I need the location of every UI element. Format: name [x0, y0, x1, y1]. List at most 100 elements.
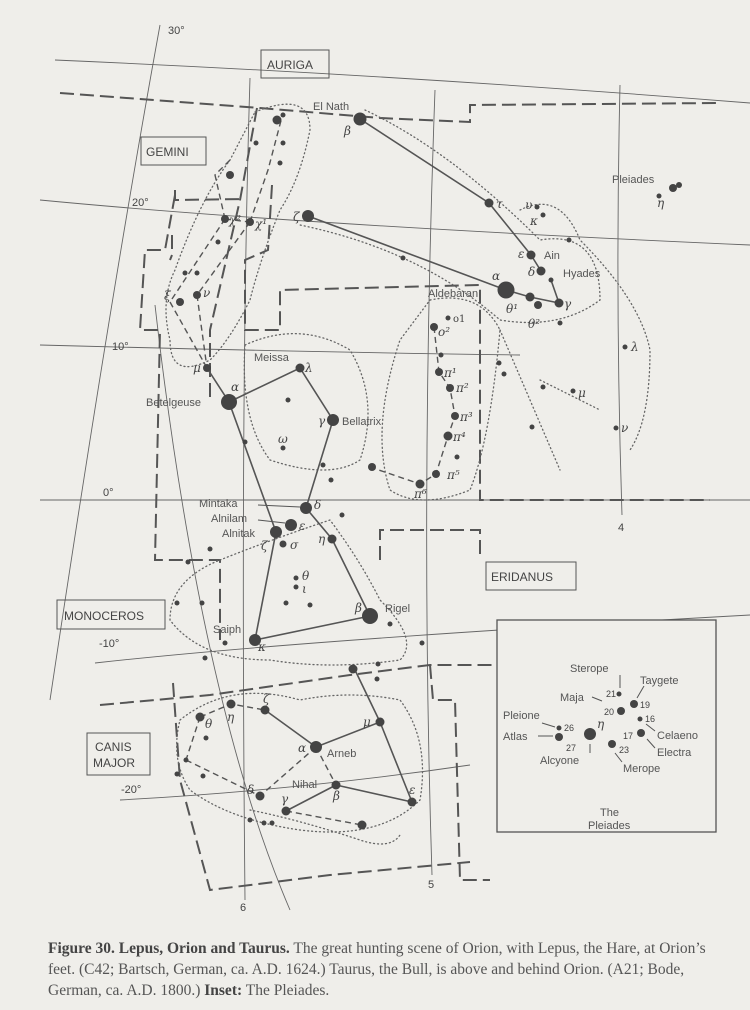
label-pi2: π²	[455, 381, 469, 395]
label-epsilon: ε	[518, 247, 524, 261]
caption-title: Figure 30. Lepus, Orion and Taurus.	[48, 940, 290, 957]
label-eta: η	[318, 532, 326, 546]
star	[279, 540, 287, 548]
star	[584, 728, 596, 740]
label-pi3: π³	[459, 410, 473, 424]
star	[534, 204, 540, 210]
star	[540, 212, 546, 218]
star	[328, 477, 334, 483]
label-delta: δ	[528, 265, 535, 279]
star	[293, 584, 299, 590]
star	[221, 215, 229, 223]
star	[295, 363, 305, 373]
label-theta: θ	[205, 717, 213, 731]
star	[400, 255, 406, 261]
star	[548, 277, 554, 283]
label-zeta: ζ	[263, 692, 271, 706]
star	[415, 479, 425, 489]
star	[280, 140, 286, 146]
star	[637, 716, 643, 722]
label-omega: ω	[278, 432, 288, 446]
label-nu: ν	[203, 286, 210, 300]
label-gamma: γ	[281, 792, 289, 806]
label-chi1: χ¹	[254, 217, 267, 231]
label-kappa: κ	[257, 640, 266, 654]
star	[174, 600, 180, 606]
star	[300, 502, 312, 514]
star	[451, 412, 459, 420]
star	[375, 717, 385, 727]
star	[608, 740, 616, 748]
label-o2: o²	[438, 325, 450, 339]
label-mu: μ	[578, 386, 586, 400]
label-arneb: Arneb	[327, 748, 356, 760]
label-o1: o1	[453, 314, 465, 325]
star-saiph	[249, 634, 261, 646]
label-dm10: -10°	[99, 638, 119, 650]
star	[613, 425, 619, 431]
star	[566, 237, 572, 243]
label-alpha: α	[298, 741, 306, 755]
constellation-labels: AURIGA GEMINI MONOCEROS ERIDANUS CANIS M…	[56, 49, 577, 776]
star	[432, 470, 440, 478]
label-zeta: ζ	[261, 539, 269, 553]
star	[222, 640, 228, 646]
label-auriga: AURIGA	[267, 58, 313, 72]
label-alnitak: Alnitak	[222, 528, 256, 540]
label-d10: 10°	[112, 341, 129, 353]
star	[283, 600, 289, 606]
star-rigel	[362, 608, 378, 624]
star	[374, 676, 380, 682]
star	[387, 621, 393, 627]
star	[331, 780, 341, 790]
label-bellatrix: Bellatrix	[342, 416, 382, 428]
star	[285, 397, 291, 403]
star	[199, 600, 205, 606]
label-monoceros: MONOCEROS	[64, 609, 144, 623]
label-ra5: 5	[428, 879, 434, 891]
star	[194, 270, 200, 276]
star	[215, 239, 221, 245]
star	[368, 463, 376, 471]
label-n17: 17	[623, 731, 633, 741]
label-pi6: π⁶	[413, 487, 427, 501]
star	[281, 806, 291, 816]
star	[554, 298, 564, 308]
star	[246, 218, 254, 226]
star-elnath	[353, 112, 367, 126]
star	[195, 712, 205, 722]
label-canis-major-2: MAJOR	[93, 756, 135, 770]
label-eta: η	[657, 196, 665, 210]
caption-inset-label: Inset:	[204, 982, 243, 999]
label-saiph: Saiph	[213, 624, 241, 636]
star	[407, 797, 417, 807]
star	[203, 735, 209, 741]
star	[183, 757, 189, 763]
star	[637, 729, 645, 737]
label-alnilam: Alnilam	[211, 513, 247, 525]
star	[529, 424, 535, 430]
star	[339, 512, 345, 518]
star	[445, 315, 451, 321]
label-atlas: Atlas	[503, 731, 528, 743]
caption-inset-text: The Pleiades.	[242, 982, 330, 999]
star	[255, 791, 265, 801]
label-alpha: α	[492, 269, 500, 283]
label-eta: η	[597, 717, 605, 731]
star	[327, 414, 339, 426]
star	[226, 699, 236, 709]
star	[375, 661, 381, 667]
label-sigma: σ	[290, 538, 299, 552]
label-kappa: κ	[529, 214, 538, 228]
label-beta: β	[332, 789, 340, 803]
star	[435, 368, 443, 376]
label-merope: Merope	[623, 763, 660, 775]
label-electra: Electra	[657, 747, 692, 759]
star	[307, 602, 313, 608]
star	[419, 640, 425, 646]
label-epsilon: ε	[299, 519, 305, 533]
label-pleiades: Pleiades	[612, 174, 655, 186]
label-rigel: Rigel	[385, 603, 410, 615]
label-epsilon: ε	[409, 783, 415, 797]
star	[242, 439, 248, 445]
